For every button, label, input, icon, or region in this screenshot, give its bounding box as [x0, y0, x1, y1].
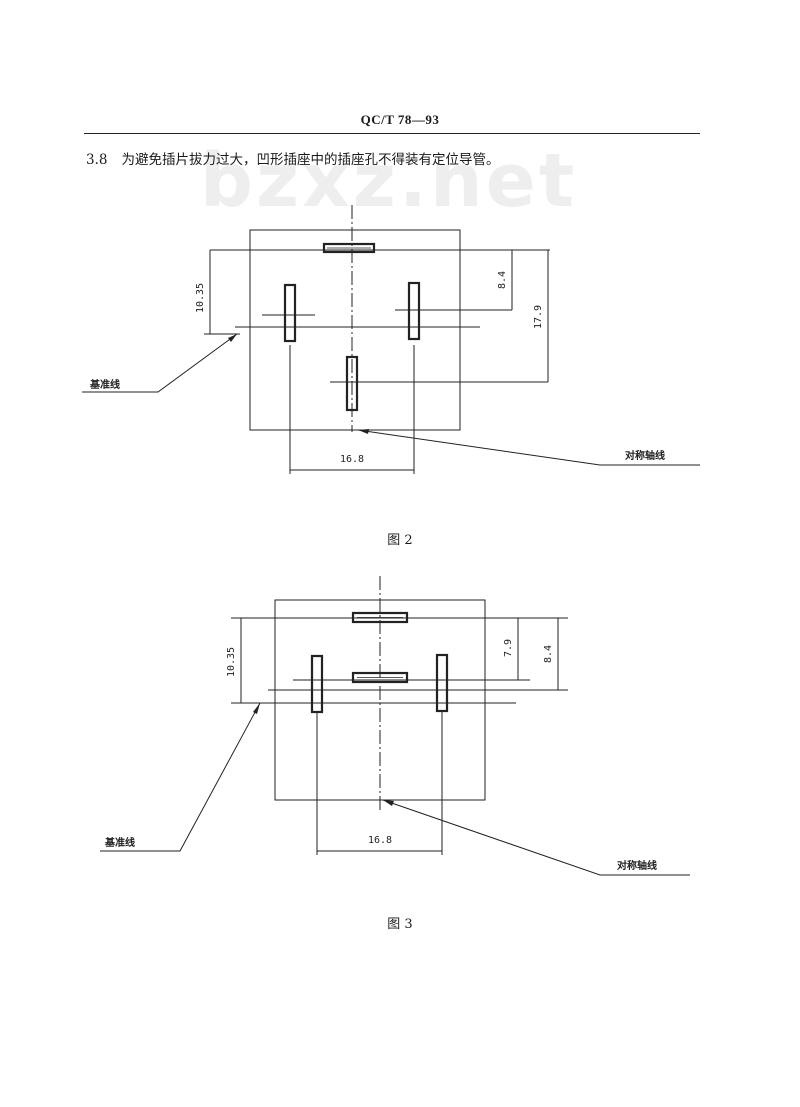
clause-paragraph: 3.8 为避免插片拔力过大，凹形插座中的插座孔不得装有定位导管。 — [86, 148, 499, 168]
terminal-right — [407, 281, 421, 341]
dim-7-9: 7.9 — [503, 639, 514, 657]
figure-2-drawing: 10.35 8.4 17.9 16.8 基准线 对称轴线 — [82, 205, 700, 474]
clause-number: 3.8 — [86, 152, 108, 168]
terminal-top — [322, 242, 376, 254]
terminal-left — [283, 283, 297, 343]
dim-10-35: 10.35 — [226, 647, 237, 677]
reference-line-leader — [82, 333, 238, 393]
terminal-middle — [351, 671, 409, 684]
symmetry-axis-label: 对称轴线 — [617, 859, 657, 872]
dim-10-35: 10.35 — [195, 283, 206, 313]
terminal-left — [310, 654, 324, 714]
header-rule — [84, 133, 700, 134]
reference-line-label: 基准线 — [89, 378, 120, 391]
symmetry-axis-leader — [382, 799, 690, 876]
dim-8-4: 8.4 — [543, 645, 554, 663]
terminal-top — [351, 611, 409, 624]
figure-3-drawing: 10.35 7.9 8.4 16.8 基准线 对称轴线 — [100, 576, 690, 876]
reference-line-label: 基准线 — [104, 836, 135, 849]
terminal-right — [435, 653, 449, 713]
housing-outline — [249, 229, 461, 431]
reference-line-leader — [100, 702, 261, 852]
clause-text: 为避免插片拔力过大，凹形插座中的插座孔不得装有定位导管。 — [121, 152, 500, 168]
symmetry-axis-label: 对称轴线 — [625, 449, 665, 462]
dim-16-8: 16.8 — [368, 835, 392, 846]
symmetry-axis-leader — [357, 429, 700, 466]
dim-16-8: 16.8 — [340, 454, 364, 465]
page-header: QC/T 78—93 — [360, 112, 440, 127]
figure-3-caption: 图 3 — [387, 917, 413, 932]
terminal-bottom — [345, 355, 359, 412]
dim-8-4: 8.4 — [497, 271, 508, 289]
dim-17-9: 17.9 — [533, 305, 544, 329]
figure-2-caption: 图 2 — [387, 533, 413, 548]
